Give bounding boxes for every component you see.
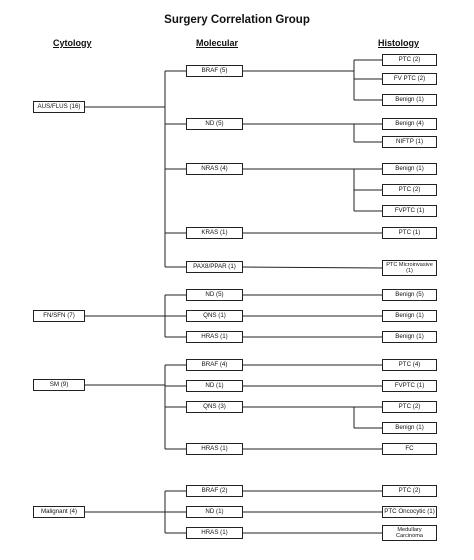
molecular-node-m8: HRAS (1) <box>186 331 243 343</box>
molecular-node-m15: HRAS (1) <box>186 527 243 539</box>
histology-node-18-label: PTC (2) <box>398 486 421 494</box>
histology-node-3-label: Benign (4) <box>395 119 424 127</box>
molecular-node-m8-label: HRAS (1) <box>201 332 228 340</box>
diagram-title: Surgery Correlation Group <box>164 14 310 26</box>
histology-node-5: Benign (1) <box>382 163 437 175</box>
molecular-node-m12-label: HRAS (1) <box>201 444 228 452</box>
histology-node-17: FC <box>382 443 437 455</box>
histology-node-8-label: PTC (1) <box>398 228 421 236</box>
molecular-node-m3: NRAS (4) <box>186 163 243 175</box>
histology-node-2-label: Benign (1) <box>395 95 424 103</box>
header-cytology: Cytology <box>53 38 92 48</box>
cytology-node-mal: Malignant (4) <box>33 506 85 518</box>
histology-node-14: FVPTC (1) <box>382 380 437 392</box>
molecular-node-m13: BRAF (2) <box>186 485 243 497</box>
connector-direct-m5 <box>242 266 383 269</box>
histology-node-7-label: FVPTC (1) <box>394 206 425 214</box>
histology-node-6-label: PTC (2) <box>398 185 421 193</box>
cytology-node-aus: AUS/FLUS (16) <box>33 101 85 113</box>
histology-node-3: Benign (4) <box>382 118 437 130</box>
histology-node-1-label: FV PTC (2) <box>393 74 426 82</box>
histology-node-16: Benign (1) <box>382 422 437 434</box>
cytology-node-mal-label: Malignant (4) <box>40 507 78 515</box>
cytology-node-sm: SM (9) <box>33 379 85 391</box>
molecular-node-m12: HRAS (1) <box>186 443 243 455</box>
histology-node-16-label: Benign (1) <box>395 423 424 431</box>
molecular-node-m9-label: BRAF (4) <box>201 360 228 368</box>
histology-node-10: Benign (5) <box>382 289 437 301</box>
histology-node-12-label: Benign (1) <box>395 332 424 340</box>
cytology-node-sm-label: SM (9) <box>49 380 69 388</box>
histology-node-8: PTC (1) <box>382 227 437 239</box>
header-histology: Histology <box>378 38 420 48</box>
histology-node-19-label: PTC Oncocytic (1) <box>384 507 435 515</box>
molecular-node-m11-label: QNS (3) <box>203 402 226 410</box>
molecular-node-m11: QNS (3) <box>186 401 243 413</box>
histology-node-11-label: Benign (1) <box>395 311 424 319</box>
histology-node-4-label: NIFTP (1) <box>395 137 424 145</box>
molecular-node-m4: KRAS (1) <box>186 227 243 239</box>
molecular-node-m14: ND (1) <box>186 506 243 518</box>
histology-node-9-label: PTC Microinvasive (1) <box>386 261 433 274</box>
histology-node-2: Benign (1) <box>382 94 437 106</box>
histology-node-0-label: PTC (2) <box>398 55 421 63</box>
histology-node-6: PTC (2) <box>382 184 437 196</box>
molecular-node-m10-label: ND (1) <box>205 381 224 389</box>
histology-node-17-label: FC <box>405 444 414 452</box>
molecular-node-m14-label: ND (1) <box>205 507 224 515</box>
histology-node-4: NIFTP (1) <box>382 136 437 148</box>
molecular-node-m1: BRAF (5) <box>186 65 243 77</box>
histology-node-15: PTC (2) <box>382 401 437 413</box>
molecular-node-m9: BRAF (4) <box>186 359 243 371</box>
molecular-node-m2-label: ND (5) <box>205 119 224 127</box>
histology-node-5-label: Benign (1) <box>395 164 424 172</box>
molecular-node-m5: PAX8/PPAR (1) <box>186 261 243 273</box>
header-molecular: Molecular <box>196 38 239 48</box>
histology-node-12: Benign (1) <box>382 331 437 343</box>
molecular-node-m4-label: KRAS (1) <box>201 228 228 236</box>
histology-node-0: PTC (2) <box>382 54 437 66</box>
histology-node-10-label: Benign (5) <box>395 290 424 298</box>
molecular-node-m6-label: ND (5) <box>205 290 224 298</box>
histology-node-7: FVPTC (1) <box>382 205 437 217</box>
molecular-node-m5-label: PAX8/PPAR (1) <box>193 262 236 270</box>
histology-node-20-label: Medullary Carcinoma <box>395 526 424 539</box>
molecular-node-m3-label: NRAS (4) <box>201 164 228 172</box>
molecular-node-m6: ND (5) <box>186 289 243 301</box>
histology-node-13: PTC (4) <box>382 359 437 371</box>
molecular-node-m1-label: BRAF (5) <box>201 66 228 74</box>
histology-node-9: PTC Microinvasive (1) <box>382 260 437 276</box>
molecular-node-m2: ND (5) <box>186 118 243 130</box>
histology-node-14-label: FVPTC (1) <box>394 381 425 389</box>
cytology-node-fn: FN/SFN (7) <box>33 310 85 322</box>
molecular-node-m7-label: QNS (1) <box>203 311 226 319</box>
histology-node-20: Medullary Carcinoma <box>382 525 437 541</box>
histology-node-1: FV PTC (2) <box>382 73 437 85</box>
histology-node-11: Benign (1) <box>382 310 437 322</box>
histology-node-19: PTC Oncocytic (1) <box>382 506 437 518</box>
molecular-node-m15-label: HRAS (1) <box>201 528 228 536</box>
molecular-node-m10: ND (1) <box>186 380 243 392</box>
cytology-node-aus-label: AUS/FLUS (16) <box>37 102 81 110</box>
histology-node-13-label: PTC (4) <box>398 360 421 368</box>
histology-node-18: PTC (2) <box>382 485 437 497</box>
molecular-node-m7: QNS (1) <box>186 310 243 322</box>
histology-node-15-label: PTC (2) <box>398 402 421 410</box>
molecular-node-m13-label: BRAF (2) <box>201 486 228 494</box>
cytology-node-fn-label: FN/SFN (7) <box>43 311 75 319</box>
